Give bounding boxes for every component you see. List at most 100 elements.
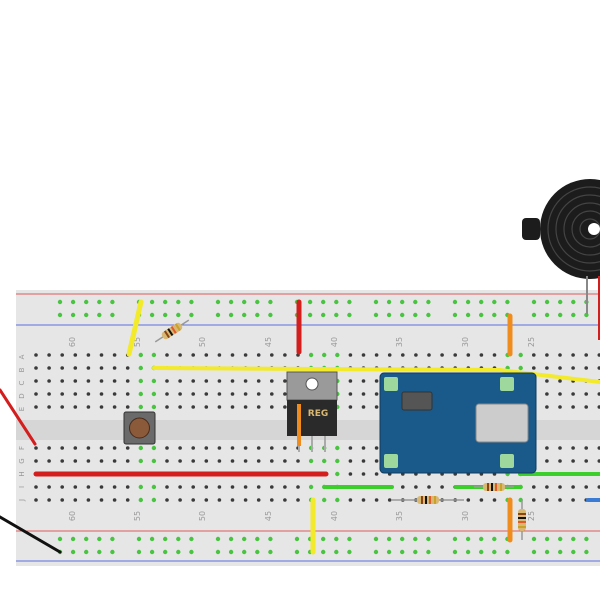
breadboard-hole[interactable] [163, 536, 168, 542]
breadboard-hole[interactable] [99, 392, 104, 396]
breadboard-hole[interactable] [283, 446, 287, 450]
breadboard-hole[interactable] [178, 379, 182, 383]
breadboard-hole[interactable] [334, 299, 339, 305]
breadboard-hole[interactable] [215, 536, 221, 542]
breadboard-hole[interactable] [518, 365, 523, 371]
breadboard-hole[interactable] [558, 392, 562, 396]
breadboard-hole[interactable] [60, 366, 64, 370]
breadboard-hole[interactable] [99, 353, 104, 357]
breadboard-hole[interactable] [228, 312, 234, 318]
breadboard-hole[interactable] [545, 498, 549, 502]
breadboard-hole[interactable] [60, 379, 64, 383]
breadboard-hole[interactable] [47, 498, 51, 502]
breadboard-hole[interactable] [110, 299, 115, 305]
breadboard-hole[interactable] [584, 459, 588, 463]
breadboard-hole[interactable] [73, 353, 78, 357]
breadboard-hole[interactable] [230, 446, 235, 450]
breadboard-hole[interactable] [347, 299, 352, 305]
breadboard-hole[interactable] [348, 446, 353, 450]
breadboard-hole[interactable] [136, 536, 142, 542]
breadboard-hole[interactable] [531, 312, 537, 318]
breadboard-hole[interactable] [204, 379, 209, 383]
breadboard-hole[interactable] [348, 392, 353, 396]
breadboard-hole[interactable] [558, 549, 563, 555]
breadboard-hole[interactable] [270, 392, 274, 396]
breadboard-hole[interactable] [125, 485, 130, 489]
breadboard-hole[interactable] [204, 353, 209, 357]
breadboard-hole[interactable] [374, 405, 379, 409]
breadboard-hole[interactable] [73, 498, 78, 502]
breadboard-hole[interactable] [138, 365, 143, 371]
breadboard-hole[interactable] [191, 446, 195, 450]
breadboard-hole[interactable] [243, 405, 248, 409]
breadboard-hole[interactable] [60, 498, 64, 502]
breadboard-hole[interactable] [217, 392, 222, 396]
breadboard-hole[interactable] [255, 299, 260, 305]
breadboard-hole[interactable] [414, 485, 418, 489]
breadboard-hole[interactable] [112, 485, 117, 489]
breadboard-hole[interactable] [335, 445, 340, 451]
breadboard-hole[interactable] [73, 485, 78, 489]
breadboard-hole[interactable] [426, 299, 431, 305]
breadboard-hole[interactable] [255, 312, 260, 318]
breadboard-hole[interactable] [268, 312, 273, 318]
breadboard-hole[interactable] [60, 485, 64, 489]
breadboard-hole[interactable] [283, 459, 287, 463]
breadboard-hole[interactable] [84, 536, 89, 542]
breadboard-hole[interactable] [149, 312, 155, 318]
breadboard-hole[interactable] [597, 459, 600, 463]
breadboard-hole[interactable] [217, 353, 222, 357]
breadboard-hole[interactable] [321, 536, 326, 542]
breadboard-hole[interactable] [110, 549, 115, 555]
breadboard-hole[interactable] [149, 536, 155, 542]
breadboard-hole[interactable] [151, 497, 157, 503]
breadboard-hole[interactable] [453, 353, 458, 357]
breadboard-hole[interactable] [178, 392, 182, 396]
breadboard-hole[interactable] [178, 446, 182, 450]
breadboard-hole[interactable] [86, 366, 91, 370]
breadboard-hole[interactable] [204, 405, 209, 409]
breadboard-hole[interactable] [73, 379, 78, 383]
circuit-module-icon[interactable] [379, 372, 537, 474]
breadboard-hole[interactable] [151, 445, 157, 451]
breadboard-hole[interactable] [217, 485, 222, 489]
breadboard-hole[interactable] [334, 536, 339, 542]
breadboard-hole[interactable] [125, 366, 130, 370]
breadboard-hole[interactable] [531, 536, 537, 542]
breadboard-hole[interactable] [401, 353, 405, 357]
breadboard-hole[interactable] [70, 299, 76, 305]
breadboard-hole[interactable] [86, 353, 91, 357]
breadboard-hole[interactable] [374, 498, 379, 502]
breadboard-hole[interactable] [400, 549, 405, 555]
breadboard-hole[interactable] [545, 392, 549, 396]
breadboard-hole[interactable] [34, 366, 38, 370]
breadboard-hole[interactable] [47, 459, 51, 463]
breadboard-hole[interactable] [73, 446, 78, 450]
breadboard-hole[interactable] [505, 299, 510, 305]
breadboard-hole[interactable] [191, 379, 195, 383]
breadboard-hole[interactable] [151, 378, 157, 384]
breadboard-hole[interactable] [97, 536, 102, 542]
breadboard-hole[interactable] [268, 536, 273, 542]
breadboard-hole[interactable] [97, 299, 102, 305]
breadboard-hole[interactable] [204, 498, 209, 502]
breadboard-hole[interactable] [571, 392, 575, 396]
breadboard-hole[interactable] [386, 299, 392, 305]
breadboard-hole[interactable] [571, 353, 575, 357]
breadboard-hole[interactable] [584, 536, 589, 542]
breadboard-hole[interactable] [361, 379, 366, 383]
breadboard-hole[interactable] [571, 446, 575, 450]
black-ground-lead[interactable] [0, 515, 62, 554]
breadboard-hole[interactable] [373, 536, 379, 542]
breadboard-hole[interactable] [138, 458, 143, 464]
breadboard-hole[interactable] [86, 446, 91, 450]
breadboard-hole[interactable] [60, 405, 64, 409]
breadboard-hole[interactable] [243, 446, 248, 450]
breadboard-hole[interactable] [347, 536, 352, 542]
breadboard-hole[interactable] [151, 352, 157, 358]
breadboard-hole[interactable] [217, 498, 222, 502]
resistor-icon[interactable] [392, 496, 464, 504]
breadboard-hole[interactable] [414, 353, 418, 357]
breadboard-hole[interactable] [308, 484, 314, 490]
breadboard-hole[interactable] [60, 446, 64, 450]
